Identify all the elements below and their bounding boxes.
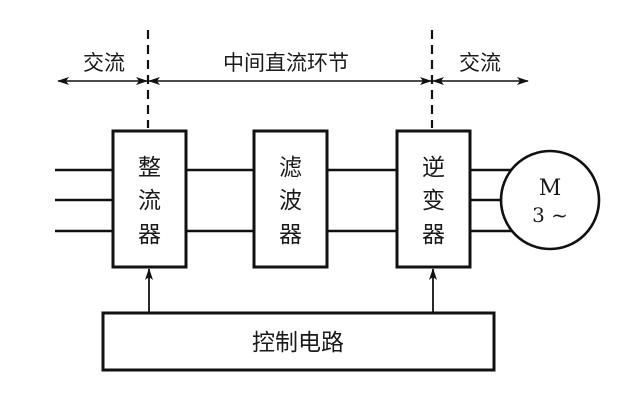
inverter-char-2: 变 <box>422 188 445 214</box>
rectifier-char-3: 器 <box>138 222 161 248</box>
right-ac-label: 交流 <box>459 51 501 75</box>
motor-label: M <box>539 176 562 201</box>
inverter-char-1: 逆 <box>422 155 445 181</box>
motor-phase-label: 3 ~ <box>532 203 568 227</box>
motor-symbol: M 3 ~ <box>499 149 601 251</box>
control-circuit-block: 控制电路 <box>101 311 496 372</box>
dc-bus-lines-1 <box>186 168 254 233</box>
control-circuit-label: 控制电路 <box>252 330 344 356</box>
inverter-char-3: 器 <box>422 222 445 248</box>
filter-char-2: 波 <box>279 188 302 214</box>
inverter-block: 逆 变 器 <box>395 129 472 269</box>
dc-bus-lines-2 <box>327 168 397 233</box>
filter-char-3: 器 <box>279 222 302 248</box>
filter-char-1: 滤 <box>279 155 302 181</box>
filter-block: 滤 波 器 <box>252 129 329 269</box>
dc-link-label: 中间直流环节 <box>223 51 349 75</box>
rectifier-char-2: 流 <box>138 188 161 214</box>
rectifier-char-1: 整 <box>138 155 161 181</box>
input-lines <box>55 168 113 233</box>
left-ac-label: 交流 <box>83 51 125 75</box>
output-lines <box>470 168 512 233</box>
rectifier-block: 整 流 器 <box>111 129 188 269</box>
